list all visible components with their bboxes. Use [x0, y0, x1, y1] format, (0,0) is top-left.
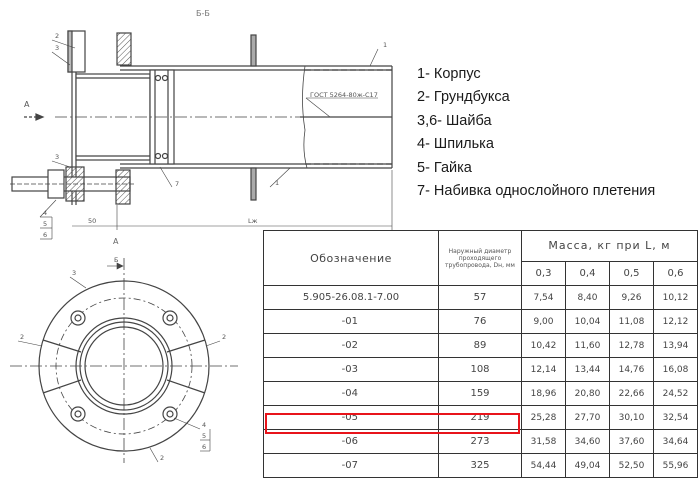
svg-text:7: 7 — [175, 180, 179, 188]
cell-mass: 34,64 — [653, 429, 698, 454]
cell-diameter: 76 — [438, 309, 522, 334]
header-length: 0,4 — [565, 260, 610, 287]
svg-text:1: 1 — [383, 41, 387, 49]
svg-text:3: 3 — [72, 269, 76, 277]
cell-mass: 27,70 — [565, 405, 610, 430]
section-marker: Б — [114, 256, 118, 264]
cell-mass: 49,04 — [565, 453, 610, 478]
cell-mass: 55,96 — [653, 453, 698, 478]
cell-mass: 13,44 — [565, 357, 610, 382]
header-diameter: Наружный диаметр проходящего трубопровод… — [438, 230, 522, 286]
cell-designation: -01 — [263, 309, 439, 334]
cell-mass: 9,26 — [609, 285, 654, 310]
header-length: 0,5 — [609, 260, 654, 287]
cell-mass: 32,54 — [653, 405, 698, 430]
dim-50: 50 — [88, 217, 96, 225]
header-length: 0,6 — [653, 260, 698, 287]
cell-mass: 20,80 — [565, 381, 610, 406]
svg-text:2: 2 — [222, 333, 226, 341]
cell-designation: -03 — [263, 357, 439, 382]
cell-mass: 52,50 — [609, 453, 654, 478]
cell-diameter: 57 — [438, 285, 522, 310]
cell-mass: 24,52 — [653, 381, 698, 406]
cell-diameter: 325 — [438, 453, 522, 478]
svg-text:3: 3 — [55, 44, 59, 52]
cell-diameter: 89 — [438, 333, 522, 358]
cell-mass: 8,40 — [565, 285, 610, 310]
row-highlight-box — [265, 413, 520, 434]
svg-text:1: 1 — [275, 179, 279, 187]
svg-text:6: 6 — [43, 231, 47, 239]
cell-mass: 13,94 — [653, 333, 698, 358]
legend-item: 7- Набивка однослойного плетения — [417, 183, 656, 200]
cell-mass: 10,04 — [565, 309, 610, 334]
mass-table: Обозначение Наружный диаметр проходящего… — [263, 230, 698, 478]
cell-mass: 25,28 — [521, 405, 566, 430]
cell-mass: 22,66 — [609, 381, 654, 406]
cell-mass: 37,60 — [609, 429, 654, 454]
table-row: -04 159 18,96 20,80 22,66 24,52 — [263, 381, 698, 406]
cell-designation: -02 — [263, 333, 439, 358]
cell-mass: 12,12 — [653, 309, 698, 334]
cell-mass: 30,10 — [609, 405, 654, 430]
cell-designation: -04 — [263, 381, 439, 406]
cell-mass: 10,42 — [521, 333, 566, 358]
header-mass: Масса, кг при L, м — [521, 230, 698, 262]
cell-mass: 14,76 — [609, 357, 654, 382]
technical-drawing: Б-Б ГОСТ 5264-80ж-С17 — [10, 9, 393, 463]
header-designation: Обозначение — [263, 230, 439, 286]
legend-item: 3,6- Шайба — [417, 112, 492, 129]
cell-mass: 10,12 — [653, 285, 698, 310]
svg-text:5: 5 — [202, 432, 206, 440]
table-row: -01 76 9,00 10,04 11,08 12,12 — [263, 309, 698, 334]
svg-text:3: 3 — [55, 153, 59, 161]
dim-L: Lж — [248, 217, 258, 225]
gost-note: ГОСТ 5264-80ж-С17 — [310, 91, 378, 99]
arrow-label: А — [24, 100, 30, 109]
svg-text:5: 5 — [43, 220, 47, 228]
cell-mass: 34,60 — [565, 429, 610, 454]
svg-text:4: 4 — [43, 209, 47, 217]
table-row: -05 219 25,28 27,70 30,10 32,54 — [263, 405, 698, 430]
legend-item: 2- Грундбукса — [417, 89, 510, 106]
cell-mass: 16,08 — [653, 357, 698, 382]
cell-mass: 31,58 — [521, 429, 566, 454]
section-title: Б-Б — [196, 9, 210, 18]
cell-designation: -05 — [263, 405, 439, 430]
cell-mass: 11,08 — [609, 309, 654, 334]
legend: 1- Корпус 2- Грундбукса 3,6- Шайба 4- Шп… — [417, 63, 655, 203]
header-length: 0,3 — [521, 260, 566, 287]
cell-mass: 54,44 — [521, 453, 566, 478]
table-row: 5.905-26.08.1-7.00 57 7,54 8,40 9,26 10,… — [263, 285, 698, 310]
legend-item: 1- Корпус — [417, 66, 481, 82]
cell-mass: 18,96 — [521, 381, 566, 406]
svg-text:2: 2 — [160, 454, 164, 462]
svg-text:2: 2 — [20, 333, 24, 341]
cell-mass: 7,54 — [521, 285, 566, 310]
svg-text:4: 4 — [202, 421, 206, 429]
view-label: А — [113, 237, 119, 246]
svg-text:2: 2 — [55, 32, 59, 40]
front-view: А 3 2 2 4 5 6 2 Б — [10, 237, 238, 463]
cell-mass: 12,78 — [609, 333, 654, 358]
legend-item: 5- Гайка — [417, 159, 472, 176]
cell-diameter: 108 — [438, 357, 522, 382]
cell-diameter: 159 — [438, 381, 522, 406]
cell-designation: -07 — [263, 453, 439, 478]
table-row: -07 325 54,44 49,04 52,50 55,96 — [263, 453, 698, 478]
legend-item: 4- Шпилька — [417, 136, 494, 153]
section-view: Б-Б ГОСТ 5264-80ж-С17 — [10, 9, 393, 240]
cell-mass: 9,00 — [521, 309, 566, 334]
svg-text:6: 6 — [202, 443, 206, 451]
cell-designation: 5.905-26.08.1-7.00 — [263, 285, 439, 310]
cell-mass: 11,60 — [565, 333, 610, 358]
cell-mass: 12,14 — [521, 357, 566, 382]
table-row: -03 108 12,14 13,44 14,76 16,08 — [263, 357, 698, 382]
table-row: -02 89 10,42 11,60 12,78 13,94 — [263, 333, 698, 358]
